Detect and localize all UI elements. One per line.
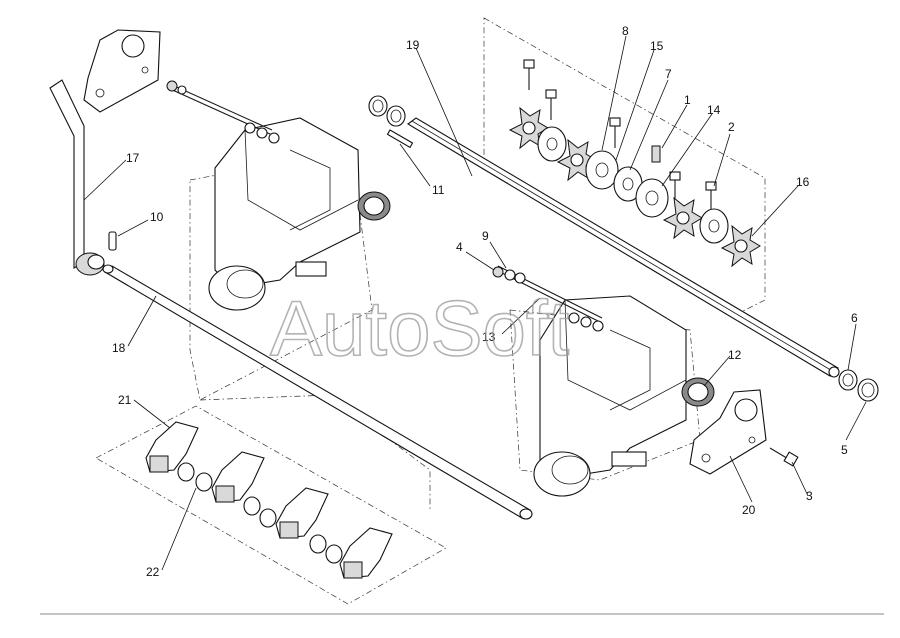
callout-12: 12 xyxy=(728,348,742,362)
left-upper-rod xyxy=(166,80,280,144)
pin xyxy=(108,231,117,251)
bolt xyxy=(545,89,557,120)
callout-2: 2 xyxy=(728,120,735,134)
cam-finger xyxy=(211,451,265,503)
shaft-start-washers xyxy=(368,95,406,127)
callout-5: 5 xyxy=(841,443,848,457)
callout-21: 21 xyxy=(118,393,132,407)
set-screw xyxy=(651,145,661,163)
watermark-text: AutoSoft xyxy=(270,284,570,372)
cam-finger xyxy=(339,527,393,579)
callout-18: 18 xyxy=(112,341,126,355)
left-bracket-plate xyxy=(83,29,161,113)
leader-lines xyxy=(83,35,867,571)
callout-15: 15 xyxy=(650,39,664,53)
callout-1: 1 xyxy=(684,93,691,107)
callout-19: 19 xyxy=(406,38,420,52)
cam-finger-row xyxy=(145,421,393,579)
shaft-end-washers xyxy=(838,369,879,402)
shaft-key xyxy=(386,129,414,149)
cam-finger xyxy=(145,421,199,473)
right-frame-housing xyxy=(533,295,715,497)
callout-11: 11 xyxy=(432,183,445,197)
callout-7: 7 xyxy=(665,67,672,81)
right-upper-rod xyxy=(492,265,604,332)
callout-10: 10 xyxy=(150,210,164,224)
disc xyxy=(585,150,619,190)
long-shaft xyxy=(102,264,533,520)
bolt xyxy=(669,171,681,202)
sprocket xyxy=(662,196,703,240)
disc xyxy=(635,178,669,218)
callout-labels: 1 2 3 4 5 6 7 8 9 10 11 12 13 14 15 16 1… xyxy=(112,24,858,579)
right-bracket-plate xyxy=(689,389,767,475)
callout-22: 22 xyxy=(146,565,160,579)
disc xyxy=(699,208,729,244)
callout-16: 16 xyxy=(796,175,810,189)
callout-17: 17 xyxy=(126,151,140,165)
callout-8: 8 xyxy=(622,24,629,38)
callout-3: 3 xyxy=(806,489,813,503)
callout-13: 13 xyxy=(482,330,496,344)
disc xyxy=(537,126,567,162)
bolt xyxy=(609,117,621,148)
bolt xyxy=(523,59,535,90)
callout-20: 20 xyxy=(742,503,756,517)
sprocket xyxy=(720,224,761,268)
left-frame-housing xyxy=(208,117,391,311)
callout-14: 14 xyxy=(707,103,721,117)
sprocket-assembly xyxy=(508,59,761,268)
bracket-bolt xyxy=(769,447,799,467)
drive-shaft xyxy=(407,117,840,378)
lever-arm xyxy=(49,79,105,276)
cam-finger xyxy=(275,487,329,539)
callout-9: 9 xyxy=(482,229,489,243)
bolt xyxy=(705,181,717,212)
callout-6: 6 xyxy=(851,311,858,325)
callout-4: 4 xyxy=(456,240,463,254)
